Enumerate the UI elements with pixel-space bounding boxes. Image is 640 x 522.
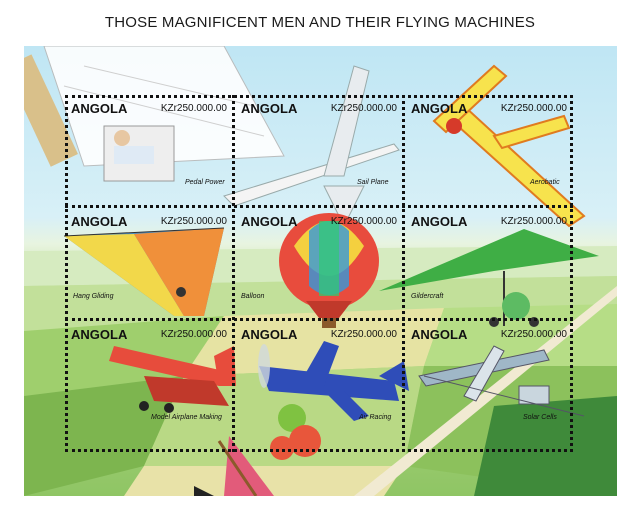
stamp-caption: Hang Gliding (73, 293, 114, 300)
perforation-line-v2 (402, 95, 405, 452)
stamp-country: ANGOLA (71, 327, 128, 342)
perforation-line-h1 (65, 205, 573, 208)
stamp-country: ANGOLA (241, 214, 298, 229)
stamp-country: ANGOLA (71, 101, 128, 116)
stamp-value: KZr250.000.00 (330, 216, 397, 227)
stamp-caption: Sail Plane (357, 179, 389, 186)
stamp-value: KZr250.000.00 (330, 329, 397, 340)
stamp-value: KZr250.000.00 (160, 329, 227, 340)
stamp-country: ANGOLA (411, 327, 468, 342)
perforation-frame (65, 95, 573, 452)
stamp-model-airplane-making: ANGOLA KZr250.000.00 Model Airplane Maki… (65, 321, 233, 439)
stamp-country: ANGOLA (71, 214, 128, 229)
perforation-line-h2 (65, 318, 573, 321)
stamp-gildercraft: ANGOLA KZr250.000.00 Gildercraft (405, 208, 573, 326)
stamp-value: KZr250.000.00 (500, 103, 567, 114)
perforation-line-v1 (232, 95, 235, 452)
stamp-value: KZr250.000.00 (160, 103, 227, 114)
stamp-caption: Gildercraft (411, 293, 444, 300)
stamp-value: KZr250.000.00 (160, 216, 227, 227)
stamp-country: ANGOLA (411, 214, 468, 229)
stamp-caption: Aerobatic (530, 179, 560, 186)
landscape-illustration (24, 46, 617, 496)
sheet-artwork (24, 46, 617, 496)
stamp-pedal-power: ANGOLA KZr250.000.00 Pedal Power (65, 95, 233, 213)
stamp-caption: Pedal Power (185, 179, 225, 186)
stamp-country: ANGOLA (411, 101, 468, 116)
stamp-country: ANGOLA (241, 101, 298, 116)
stamp-caption: Balloon (241, 293, 265, 300)
stamp-hang-gliding: ANGOLA KZr250.000.00 Hang Gliding (65, 208, 233, 326)
stamp-caption: Air Racing (359, 414, 392, 421)
stamp-value: KZr250.000.00 (500, 329, 567, 340)
stamp-sail-plane: ANGOLA KZr250.000.00 Sail Plane (235, 95, 403, 213)
sheet-title: THOSE MAGNIFICENT MEN AND THEIR FLYING M… (104, 14, 536, 31)
stamp-air-racing: ANGOLA KZr250.000.00 Air Racing (235, 321, 403, 439)
stamp-solar-cells: ANGOLA KZr250.000.00 Solar Cells (405, 321, 573, 439)
stamp-caption: Model Airplane Making (151, 414, 222, 421)
stamp-value: KZr250.000.00 (330, 103, 397, 114)
stamp-balloon: ANGOLA KZr250.000.00 Balloon (235, 208, 403, 326)
stamp-aerobatic: ANGOLA KZr250.000.00 Aerobatic (405, 95, 573, 213)
stamp-caption: Solar Cells (523, 414, 557, 421)
stamp-value: KZr250.000.00 (500, 216, 567, 227)
stamp-country: ANGOLA (241, 327, 298, 342)
